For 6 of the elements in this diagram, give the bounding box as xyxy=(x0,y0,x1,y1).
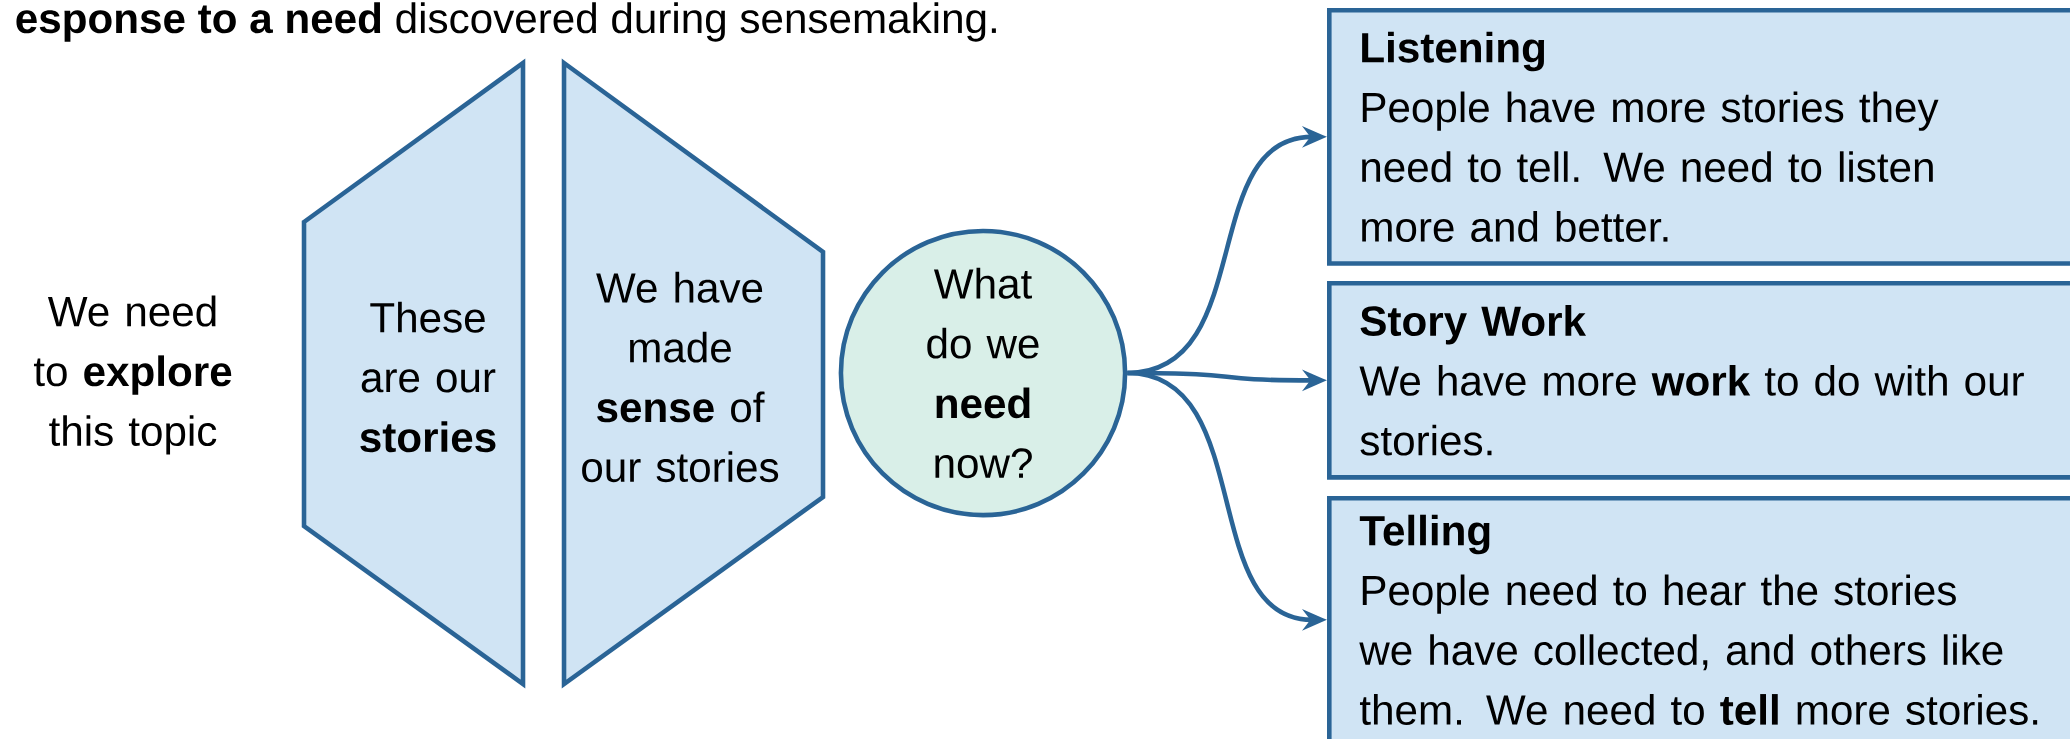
heading-text: esponse to a need discovered during sensemaking. xyxy=(16,2,996,42)
text-box: Story Work We have more work to do with our stories. xyxy=(1327,281,2070,480)
text-box: Telling People need to hear the stories we have collected, and others like them. We need to tell more stories. xyxy=(1327,496,2070,739)
side-text: We need to explore this topic xyxy=(34,295,232,455)
text-box: Listening People have more stories they need to tell. We need to listen more and better. xyxy=(1327,8,2070,266)
circle-node: What do we need now? xyxy=(838,228,1128,518)
